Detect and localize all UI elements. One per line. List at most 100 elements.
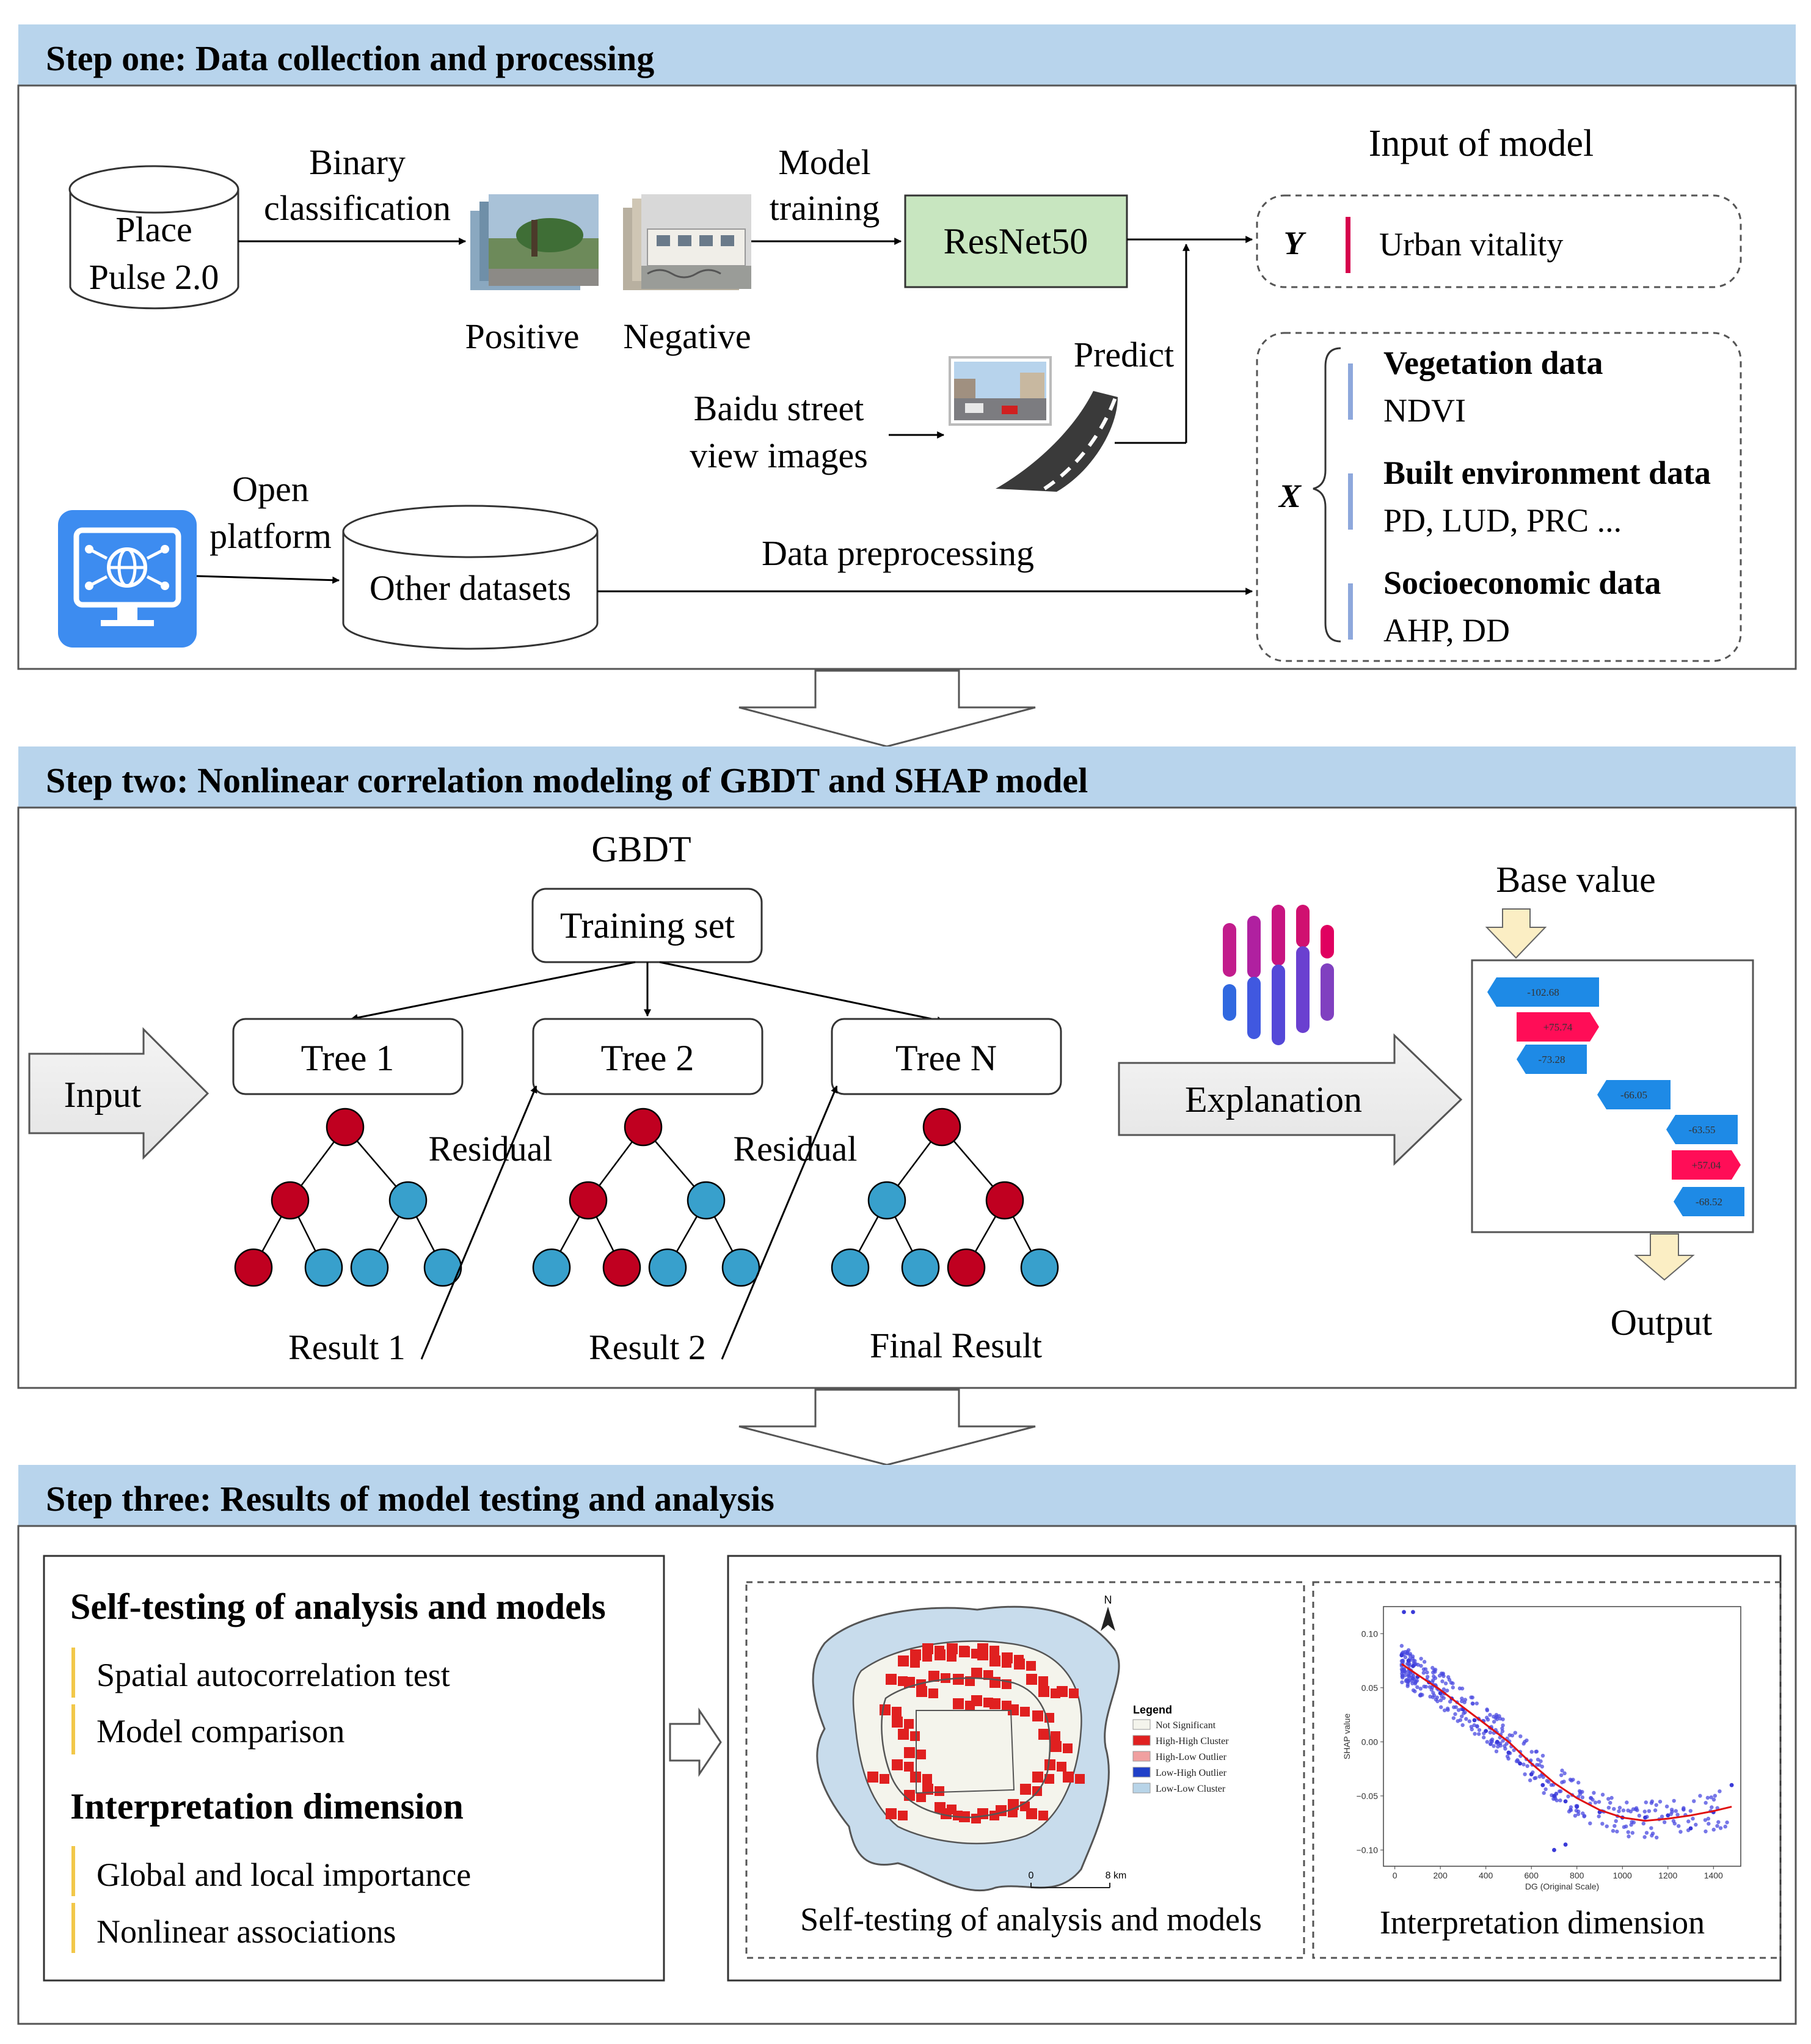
bullet-bar-4 (71, 1903, 75, 1953)
high-high-cell (971, 1668, 982, 1679)
scatter-point (1488, 1713, 1492, 1717)
high-high-cell (892, 1717, 903, 1728)
residual-label-1: Residual (429, 1129, 553, 1169)
scatter-point (1643, 1815, 1647, 1820)
scatter-point (1706, 1816, 1711, 1821)
scatter-point (1477, 1728, 1482, 1732)
scatter-point (1597, 1800, 1601, 1804)
y-symbol: Y (1284, 225, 1307, 261)
scatter-point (1474, 1701, 1479, 1706)
scatter-point (1442, 1708, 1447, 1712)
scatter-point (1421, 1667, 1426, 1671)
bullet-bar-2 (71, 1704, 75, 1754)
scatter-point (1605, 1824, 1609, 1828)
scatter-point (1569, 1805, 1573, 1809)
scatter-point (1593, 1800, 1598, 1805)
data-preprocessing-label: Data preprocessing (762, 533, 1034, 573)
scatter-point (1710, 1805, 1714, 1809)
scatter-point (1716, 1820, 1721, 1824)
scatter-point (1470, 1701, 1475, 1706)
scatter-point (1418, 1693, 1423, 1698)
scatter-point (1452, 1705, 1456, 1709)
scatter-point (1473, 1732, 1477, 1736)
scatter-point (1469, 1695, 1473, 1699)
scatter-point (1658, 1800, 1663, 1804)
legend-swatch (1132, 1751, 1151, 1762)
scatter-point (1525, 1764, 1529, 1768)
scatter-point (1686, 1819, 1691, 1823)
scatter-point (1576, 1812, 1581, 1816)
scatter-point (1649, 1826, 1653, 1830)
waterfall-value-label: +75.74 (1543, 1021, 1573, 1033)
interpretation-item-2: Nonlinear associations (97, 1913, 396, 1950)
scatter-point (1438, 1691, 1443, 1696)
high-high-cell (935, 1649, 946, 1660)
step-one-header-band (18, 24, 1796, 86)
scatter-point (1425, 1670, 1429, 1674)
base-value-arrow (1485, 908, 1547, 959)
open-platform-computer-icon (58, 510, 197, 648)
scatter-point (1501, 1739, 1505, 1743)
scatter-point (1498, 1741, 1503, 1746)
scatter-point (1485, 1707, 1489, 1712)
y-axis-label: SHAP value (1342, 1714, 1352, 1759)
scatter-point (1672, 1821, 1677, 1826)
scatter-point (1472, 1718, 1477, 1723)
scatter-point (1705, 1795, 1710, 1800)
north-label: N (1104, 1594, 1112, 1606)
scatter-point (1608, 1800, 1612, 1805)
predict-label: Predict (1074, 335, 1174, 374)
place-pulse-database-icon (68, 165, 239, 310)
tree-1-graph (234, 1108, 462, 1287)
scatter-point (1566, 1794, 1570, 1798)
scatter-point (1582, 1814, 1586, 1819)
scatter-point (1694, 1822, 1698, 1827)
high-high-cell (1014, 1659, 1025, 1670)
x-axis-label: DG (Original Scale) (1525, 1882, 1599, 1891)
scale-end-label: 8 km (1106, 1871, 1127, 1881)
scatter-point (1729, 1783, 1734, 1787)
scatter-point (1617, 1809, 1621, 1814)
high-high-cell (971, 1695, 982, 1706)
legend-item-label: High-High Cluster (1156, 1736, 1229, 1747)
scatter-point (1675, 1812, 1680, 1817)
scatter-point (1621, 1808, 1626, 1812)
scatter-point (1644, 1831, 1649, 1835)
scatter-point (1411, 1688, 1416, 1693)
bullet-bar-1 (71, 1648, 75, 1698)
scatter-point (1691, 1816, 1695, 1821)
explanation-label: Explanation (1185, 1079, 1362, 1120)
scatter-point (1472, 1723, 1476, 1728)
scatter-point (1600, 1792, 1605, 1797)
scatter-point (1650, 1833, 1654, 1838)
scatter-point (1489, 1739, 1493, 1743)
positive-label: Positive (465, 316, 580, 356)
map-legend-title: Legend (1133, 1704, 1172, 1716)
high-high-cell (1020, 1707, 1030, 1717)
x-tick-label: 800 (1570, 1871, 1584, 1880)
result-2-label: Result 2 (589, 1327, 706, 1367)
scatter-point (1545, 1779, 1550, 1783)
scatter-point (1612, 1823, 1617, 1828)
scatter-point (1406, 1648, 1411, 1652)
scatter-point (1460, 1686, 1465, 1691)
high-high-cell (1038, 1729, 1049, 1740)
scatter-point (1448, 1699, 1452, 1704)
scatter-point (1568, 1777, 1573, 1782)
high-high-cell (898, 1729, 909, 1740)
scatter-point (1512, 1748, 1516, 1753)
scatter-point (1709, 1795, 1713, 1800)
waterfall-value-label: +57.04 (1692, 1159, 1721, 1171)
high-high-cell (1038, 1686, 1049, 1697)
tree-1-box (232, 1018, 464, 1095)
high-high-cell (1038, 1811, 1048, 1820)
tree-n-graph (831, 1108, 1059, 1287)
scatter-point (1711, 1797, 1716, 1802)
high-high-cell (928, 1671, 939, 1682)
scatter-point (1723, 1824, 1727, 1829)
high-high-cell (892, 1759, 903, 1770)
scatter-point (1713, 1794, 1718, 1798)
tree-n-box (831, 1018, 1062, 1095)
scatter-point (1443, 1681, 1448, 1685)
negative-street-images (623, 194, 751, 290)
